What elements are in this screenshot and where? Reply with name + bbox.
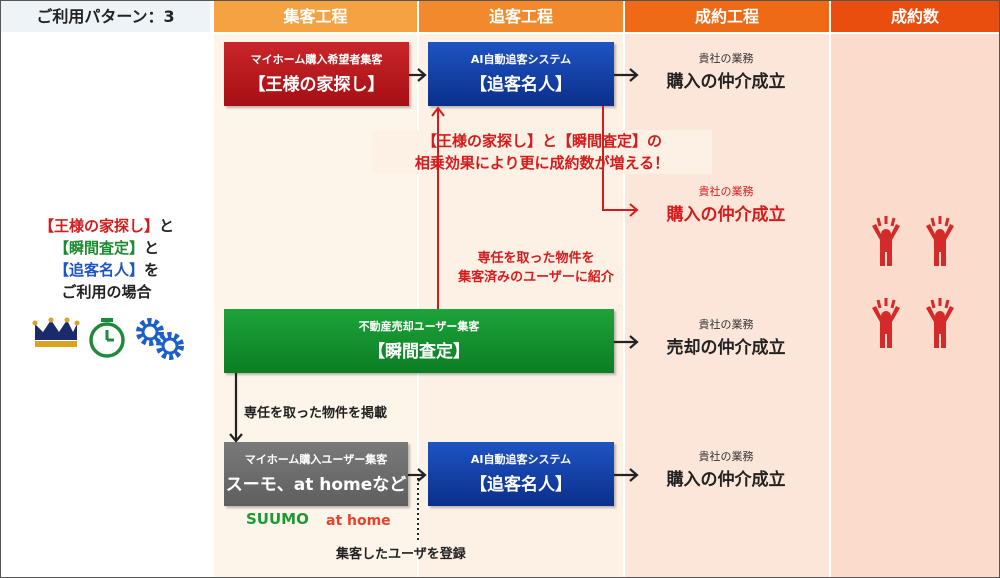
service-name-shunkan: 【瞬間査定】: [53, 239, 144, 257]
cheering-person-icon-4: [926, 298, 954, 348]
arrow-suumo-to-tsuikyaku: [408, 468, 427, 482]
column-pattern: [1, 34, 212, 577]
arrow-shunkan-to-tsuikyaku: [431, 106, 445, 309]
arrow-tsuikyaku-to-result-1: [614, 68, 639, 82]
introduce-note: 専任を取った物件を 集客済みのユーザーに紹介: [458, 251, 614, 285]
column-contract-process: [625, 34, 829, 577]
register-note: 集客したユーザを登録: [336, 547, 466, 562]
synergy-message: 【王様の家探し】と【瞬間査定】の 相乗効果により更に成約数が増える！: [372, 130, 712, 174]
arrow-shunkan-to-suumo: [229, 373, 243, 443]
pattern-description: 【王様の家探し】と 【瞬間査定】と 【追客名人】を ご利用の場合: [1, 215, 212, 303]
ousama-box: マイホーム購入希望者集客 【王様の家探し】: [224, 42, 409, 106]
publish-note: 専任を取った物件を掲載: [244, 406, 388, 421]
column-contract-count: [831, 34, 999, 577]
suumo-box: マイホーム購入ユーザー集客 スーモ、at homeなど: [224, 442, 408, 506]
result-purchase-1: 貴社の業務 購入の仲介成立: [666, 52, 786, 92]
service-name-ousama: 【王様の家探し】: [38, 217, 159, 235]
stopwatch-icon: [89, 318, 125, 358]
arrow-shunkan-to-result: [614, 335, 639, 349]
athome-logo: at home: [326, 513, 391, 529]
header-acquisition: 集客工程: [214, 1, 417, 32]
suumo-logo: SUUMO: [246, 510, 309, 528]
header-contract-count: 成約数: [831, 1, 999, 32]
cheering-person-icon-2: [926, 216, 954, 266]
crown-icon: [32, 317, 80, 347]
arrow-tsuikyaku-to-result-2: [602, 106, 639, 217]
service-name-tsuikyaku: 【追客名人】: [53, 261, 144, 279]
result-purchase-3: 貴社の業務 購入の仲介成立: [666, 450, 786, 490]
usage-case-label: ご利用の場合: [61, 283, 152, 301]
tsuikyaku-box-top: AI自動追客システム 【追客名人】: [428, 42, 614, 106]
header-contract-process: 成約工程: [625, 1, 829, 32]
arrow-tsuikyaku-to-result-4: [614, 468, 639, 482]
result-sale: 貴社の業務 売却の仲介成立: [666, 318, 786, 358]
pattern-header: ご利用パターン：3: [1, 1, 212, 32]
tsuikyaku-box-bottom: AI自動追客システム 【追客名人】: [428, 442, 614, 506]
shunkan-box: 不動産売却ユーザー集客 【瞬間査定】: [224, 309, 614, 373]
header-follow-up: 追客工程: [419, 1, 623, 32]
cheering-person-icon-3: [872, 298, 900, 348]
result-purchase-2: 貴社の業務 購入の仲介成立: [666, 185, 786, 225]
gears-icon: [136, 318, 184, 360]
cheering-person-icon-1: [872, 216, 900, 266]
arrow-ousama-to-tsuikyaku: [409, 68, 427, 82]
